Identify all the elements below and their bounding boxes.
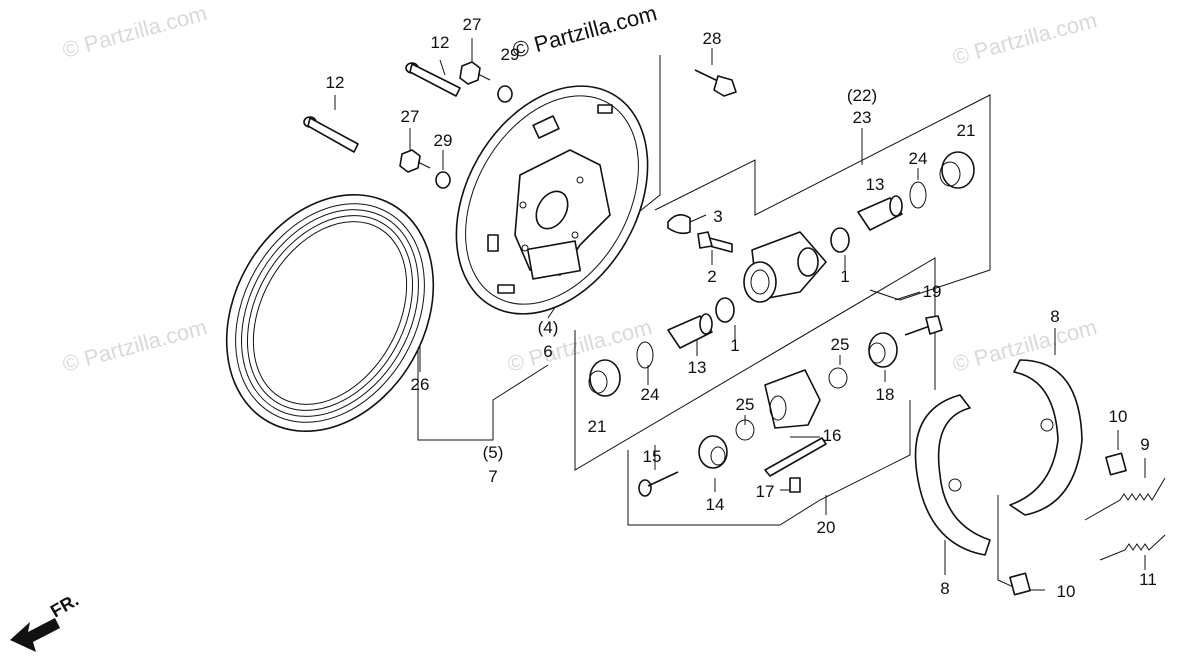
callout-6: 6 <box>543 342 552 361</box>
callout-1-upper: 1 <box>840 267 849 286</box>
nut-27-upper <box>459 61 491 85</box>
callout-24-lower: 24 <box>641 385 660 404</box>
callout-24-upper: 24 <box>909 149 928 168</box>
callout-4: (4) <box>538 318 559 337</box>
callout-8-lower: 8 <box>940 579 949 598</box>
bolt-19 <box>904 315 943 336</box>
bolt-28 <box>694 69 737 97</box>
adjuster-group-outline <box>627 400 911 526</box>
callout-21-upper: 21 <box>957 121 976 140</box>
c12a-leader <box>439 59 446 76</box>
callout-29-lower: 29 <box>434 131 453 150</box>
callout-22: (22) <box>847 86 877 105</box>
front-direction-indicator: FR. <box>10 590 82 652</box>
bolt-15 <box>638 471 679 497</box>
nut-27-lower <box>399 149 431 173</box>
wheel-cylinder-group-outline <box>654 94 991 301</box>
callout-25-upper: 25 <box>831 335 850 354</box>
brake-drum <box>225 193 435 433</box>
callout-12-lower: 12 <box>326 73 345 92</box>
cup-1-lower <box>715 297 735 323</box>
ring-24-lower <box>636 341 654 369</box>
watermark-top-left: © Partzilla.com <box>60 0 210 63</box>
nipple-17 <box>789 477 801 493</box>
c19-leader <box>894 291 921 301</box>
callout-labels: 12 27 29 12 27 29 28 (22) 23 21 24 13 3 … <box>326 15 1157 601</box>
callout-19: 19 <box>923 282 942 301</box>
wheel-cylinder-body <box>743 231 827 303</box>
callout-10-lower: 10 <box>1057 582 1076 601</box>
clip-10-lower <box>1009 572 1031 596</box>
callout-3: 3 <box>713 207 722 226</box>
brake-shoe-left <box>914 394 991 556</box>
boot-21-lower <box>588 359 621 397</box>
callout-13-upper: 13 <box>866 175 885 194</box>
bolt-12-lower <box>303 116 359 153</box>
washer-25-lower <box>735 419 755 441</box>
adjuster-lever-16 <box>764 437 827 477</box>
washer-29-upper <box>497 85 513 103</box>
clip-10-upper <box>1105 452 1127 476</box>
callout-18: 18 <box>876 385 895 404</box>
watermark-mid-left: © Partzilla.com <box>60 314 210 377</box>
boot-21-upper <box>939 151 975 189</box>
backing-plate <box>455 85 649 315</box>
c3-leader <box>689 214 707 223</box>
front-label: FR. <box>47 590 82 622</box>
callout-17: 17 <box>756 482 775 501</box>
callout-12-upper: 12 <box>431 33 450 52</box>
watermark-mid-center: © Partzilla.com <box>505 314 655 377</box>
callout-5: (5) <box>483 443 504 462</box>
washer-29-lower <box>435 171 451 189</box>
callout-13-lower: 13 <box>688 358 707 377</box>
callout-8-upper: 8 <box>1050 307 1059 326</box>
callout-15: 15 <box>643 447 662 466</box>
adjuster-wheel-18 <box>868 332 898 368</box>
bleeder-screw-2 <box>697 231 733 253</box>
callout-16: 16 <box>823 426 842 445</box>
callout-1-lower: 1 <box>730 336 739 355</box>
callout-20: 20 <box>817 518 836 537</box>
front-arrow-icon <box>10 618 60 652</box>
washer-25-upper <box>828 367 848 389</box>
callout-7: 7 <box>488 467 497 486</box>
callout-21-lower: 21 <box>588 417 607 436</box>
ring-24-upper <box>909 181 927 209</box>
callout-10-upper: 10 <box>1109 407 1128 426</box>
watermark-top-right: © Partzilla.com <box>950 7 1100 70</box>
callout-27-upper: 27 <box>463 15 482 34</box>
adjuster-body <box>764 369 821 429</box>
piston-13-upper <box>857 195 903 231</box>
bolt-12-upper <box>405 62 461 97</box>
spring-9 <box>1084 477 1166 521</box>
piston-13-lower <box>667 313 713 349</box>
callout-9: 9 <box>1140 435 1149 454</box>
brake-shoe-right <box>1009 359 1083 516</box>
adjuster-wheel-14 <box>698 435 728 469</box>
watermark-top-center: © Partzilla.com <box>510 0 660 63</box>
callout-23: 23 <box>853 108 872 127</box>
callout-27-lower: 27 <box>401 107 420 126</box>
callout-28: 28 <box>703 29 722 48</box>
callout-11: 11 <box>1139 570 1157 589</box>
callout-2: 2 <box>707 267 716 286</box>
callout-25-lower: 25 <box>736 395 755 414</box>
callout-14: 14 <box>706 495 725 514</box>
drum-group-outline <box>417 330 549 441</box>
cup-1-upper <box>830 227 850 253</box>
bleeder-cap-3 <box>667 214 691 235</box>
callout-26: 26 <box>411 375 430 394</box>
callout-29-upper: 29 <box>501 45 520 64</box>
spring-11 <box>1099 534 1166 561</box>
